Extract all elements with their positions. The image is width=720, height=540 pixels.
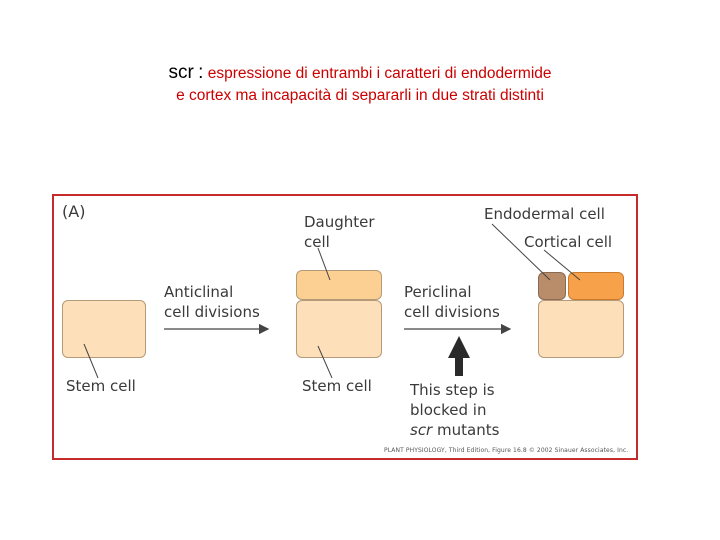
heading-line-1: scr : espressione di entrambi i caratter… bbox=[0, 62, 720, 85]
endodermal-cell bbox=[538, 272, 566, 300]
periclinal-label: Periclinal cell divisions bbox=[404, 283, 500, 321]
heading-text-1: espressione di entrambi i caratteri di e… bbox=[207, 65, 552, 82]
blocked-arrow-icon bbox=[448, 336, 470, 376]
daughter-leader bbox=[317, 247, 331, 281]
cortical-cell bbox=[568, 272, 624, 300]
blocked-step-label: This step is blocked in scr mutants bbox=[410, 381, 500, 439]
daughter-cell bbox=[296, 270, 382, 300]
blocked-gene: scr bbox=[410, 421, 433, 439]
stem-left-leader bbox=[83, 343, 99, 379]
stem-cell-left bbox=[62, 300, 146, 358]
heading-line-2: e cortex ma incapacità di separarli in d… bbox=[176, 87, 544, 104]
panel-label: (A) bbox=[62, 202, 86, 221]
stem-cell-right bbox=[538, 300, 624, 358]
daughter-cell-label: Daughter cell bbox=[304, 213, 375, 251]
stem-cell-left-label: Stem cell bbox=[66, 377, 136, 395]
figure-credit: PLANT PHYSIOLOGY, Third Edition, Figure … bbox=[384, 447, 629, 454]
endodermal-cell-label: Endodermal cell bbox=[484, 205, 605, 223]
heading-colon: : bbox=[198, 62, 204, 83]
anticlinal-label: Anticlinal cell divisions bbox=[164, 283, 260, 321]
diagram-figure: (A) Daughter cell Anticlinal cell divisi… bbox=[52, 194, 638, 460]
endodermal-leader bbox=[491, 223, 551, 281]
slide-heading: scr : espressione di entrambi i caratter… bbox=[0, 62, 720, 107]
cortical-cell-label: Cortical cell bbox=[524, 233, 613, 251]
arrows-layer bbox=[83, 223, 581, 379]
stem-cell-middle bbox=[296, 300, 382, 358]
cortical-leader bbox=[543, 249, 581, 281]
stem-middle-leader bbox=[317, 345, 333, 379]
gene-name: scr bbox=[168, 62, 194, 83]
stem-cell-middle-label: Stem cell bbox=[302, 377, 372, 395]
